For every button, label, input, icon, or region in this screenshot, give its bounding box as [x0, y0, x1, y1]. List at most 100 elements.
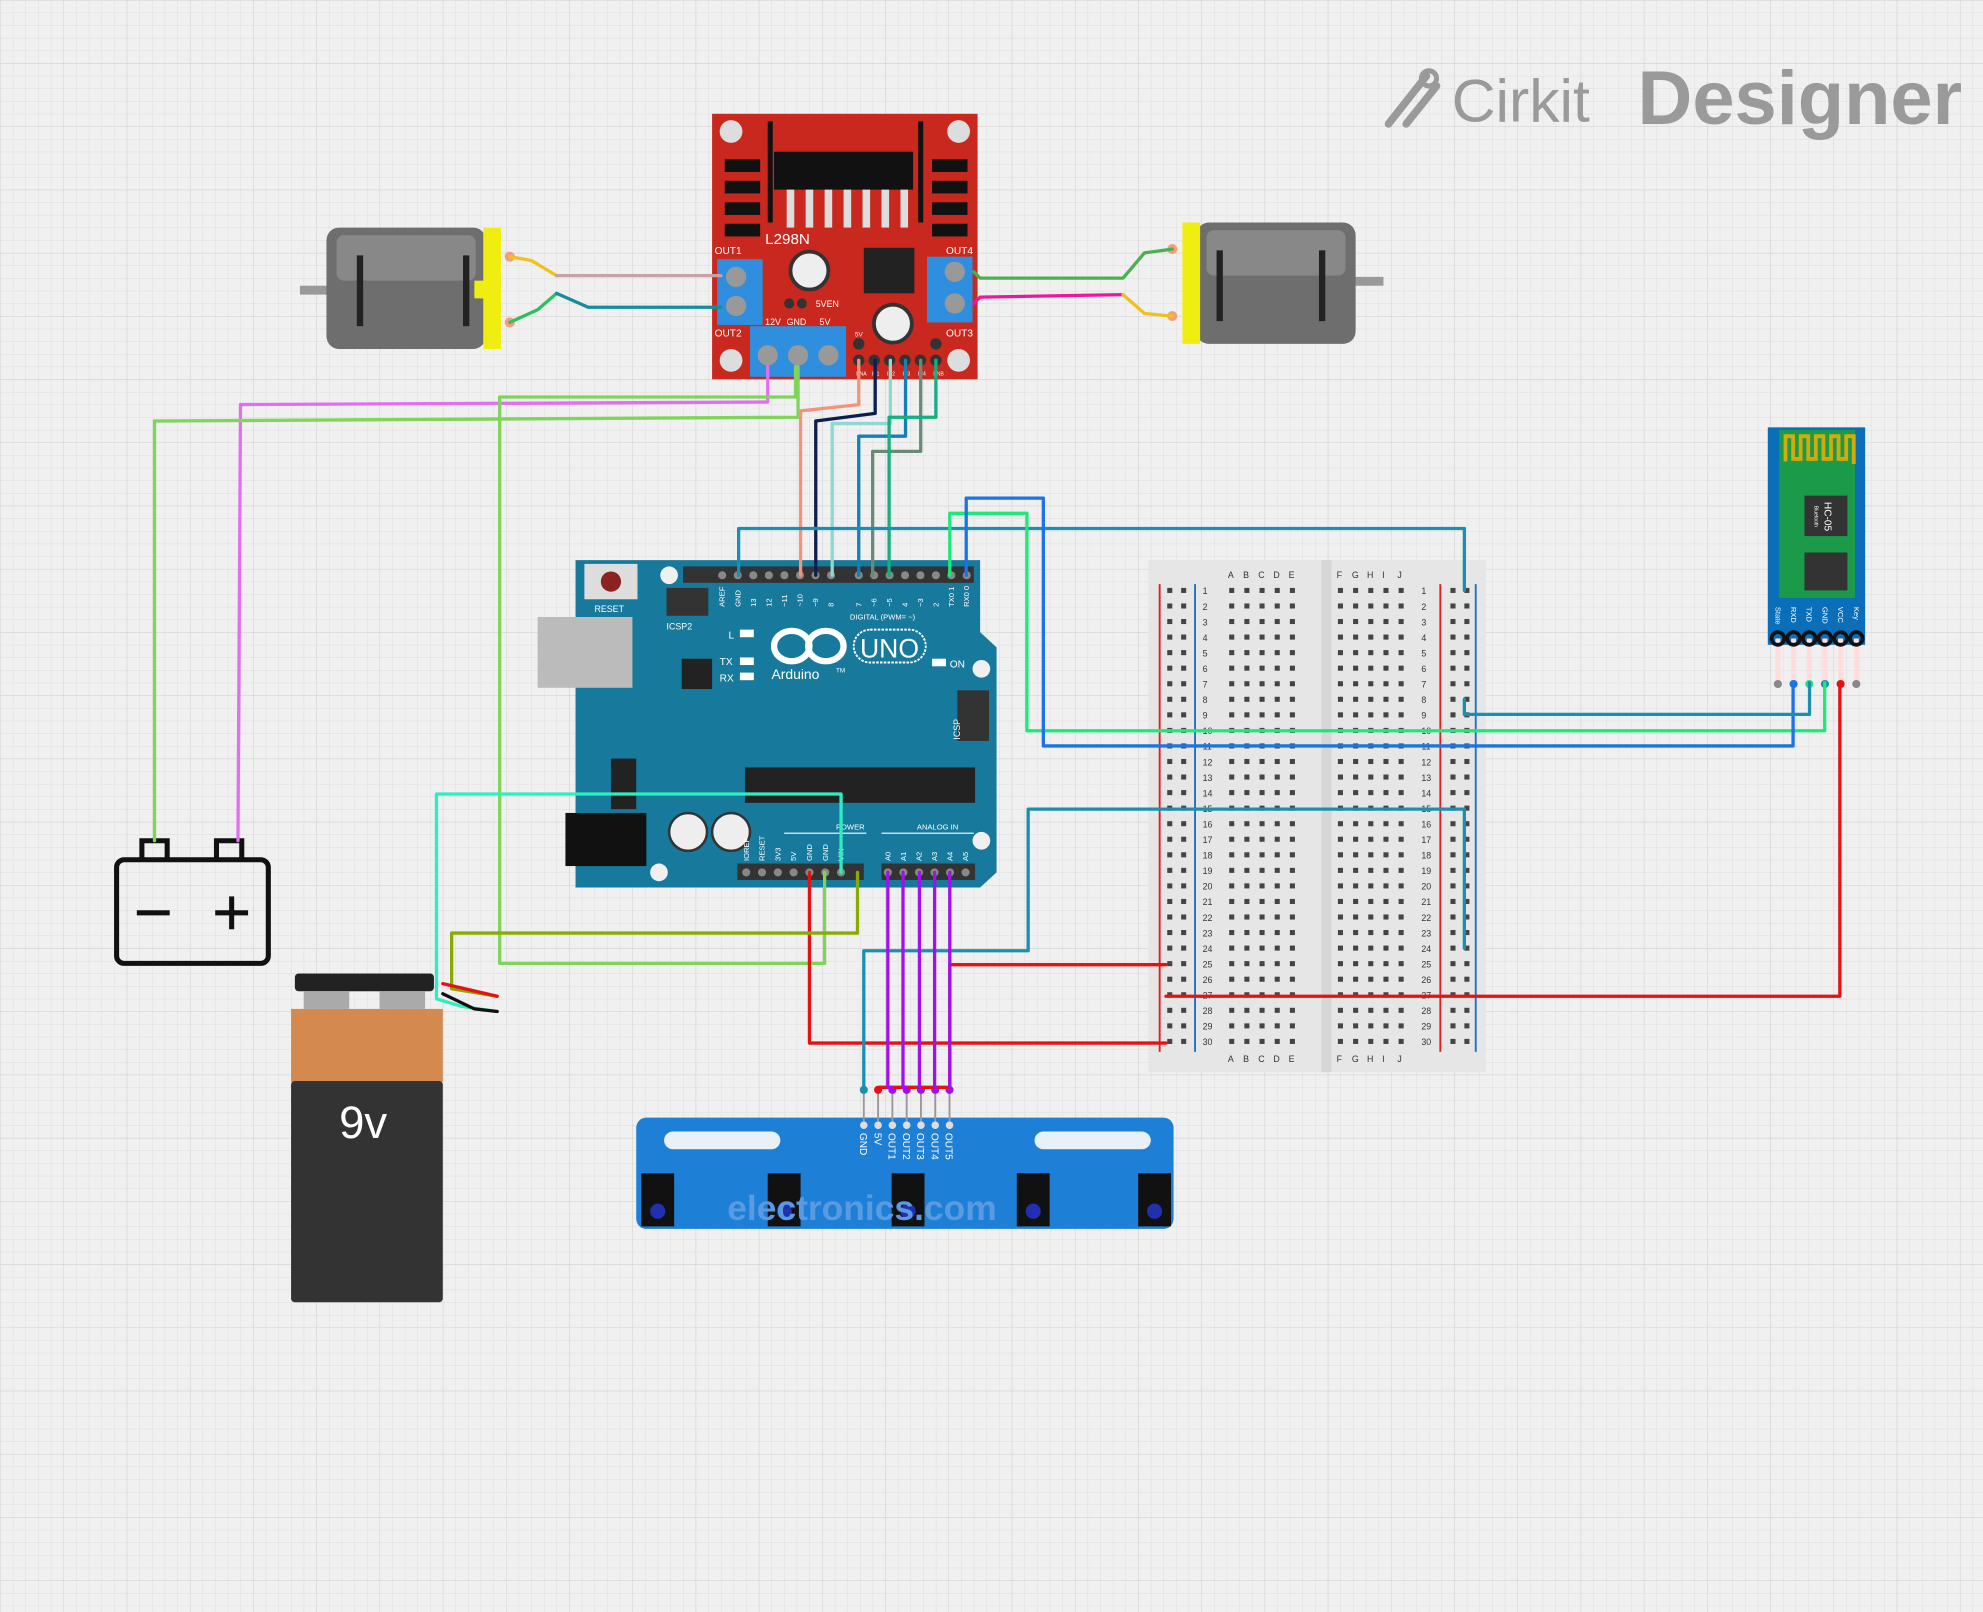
- breadboard-hole[interactable]: [1337, 665, 1343, 671]
- breadboard-hole[interactable]: [1464, 1038, 1470, 1044]
- breadboard-hole[interactable]: [1383, 914, 1389, 920]
- digital-pin[interactable]: [749, 571, 758, 580]
- digital-pin[interactable]: [764, 571, 773, 580]
- breadboard-hole[interactable]: [1450, 681, 1456, 687]
- breadboard-hole[interactable]: [1181, 883, 1187, 889]
- breadboard-hole[interactable]: [1383, 1038, 1389, 1044]
- breadboard-hole[interactable]: [1450, 836, 1456, 842]
- breadboard-hole[interactable]: [1353, 712, 1359, 718]
- breadboard-hole[interactable]: [1259, 696, 1265, 702]
- wire-hc05-gnd[interactable]: [1462, 681, 1812, 716]
- hc05-pin-rxd[interactable]: [1791, 638, 1797, 684]
- breadboard-hole[interactable]: [1167, 665, 1173, 671]
- breadboard-hole[interactable]: [1337, 930, 1343, 936]
- breadboard-hole[interactable]: [1450, 914, 1456, 920]
- breadboard-hole[interactable]: [1383, 883, 1389, 889]
- breadboard-hole[interactable]: [1450, 587, 1456, 593]
- breadboard-hole[interactable]: [1229, 650, 1235, 656]
- wire-12v-battery-plus[interactable]: [236, 365, 770, 843]
- breadboard-hole[interactable]: [1167, 712, 1173, 718]
- breadboard-hole[interactable]: [1181, 774, 1187, 780]
- breadboard-hole[interactable]: [1450, 1007, 1456, 1013]
- breadboard-hole[interactable]: [1274, 634, 1280, 640]
- breadboard-hole[interactable]: [1259, 914, 1265, 920]
- breadboard-hole[interactable]: [1259, 821, 1265, 827]
- l298n-pin-5v-a[interactable]: [853, 338, 865, 350]
- breadboard-hole[interactable]: [1274, 883, 1280, 889]
- breadboard-hole[interactable]: [1398, 1038, 1404, 1044]
- breadboard-hole[interactable]: [1337, 587, 1343, 593]
- breadboard-hole[interactable]: [1289, 712, 1295, 718]
- battery-9v[interactable]: 9v: [291, 973, 443, 1303]
- breadboard-hole[interactable]: [1259, 930, 1265, 936]
- breadboard-hole[interactable]: [1398, 852, 1404, 858]
- breadboard-hole[interactable]: [1244, 836, 1250, 842]
- wire-motor-right-b[interactable]: [1121, 292, 1174, 318]
- breadboard-hole[interactable]: [1167, 603, 1173, 609]
- breadboard-hole[interactable]: [1464, 976, 1470, 982]
- breadboard-hole[interactable]: [1398, 603, 1404, 609]
- breadboard-hole[interactable]: [1353, 790, 1359, 796]
- breadboard-hole[interactable]: [1353, 696, 1359, 702]
- breadboard-hole[interactable]: [1167, 774, 1173, 780]
- breadboard-hole[interactable]: [1337, 867, 1343, 873]
- breadboard-hole[interactable]: [1383, 696, 1389, 702]
- hc05-pin-txd[interactable]: [1806, 638, 1812, 684]
- breadboard-hole[interactable]: [1229, 619, 1235, 625]
- breadboard-hole[interactable]: [1464, 603, 1470, 609]
- breadboard-hole[interactable]: [1289, 665, 1295, 671]
- wire-a3-out4[interactable]: [932, 870, 938, 1089]
- breadboard-hole[interactable]: [1244, 712, 1250, 718]
- dc-motor-left[interactable]: [299, 227, 515, 349]
- breadboard-hole[interactable]: [1229, 898, 1235, 904]
- breadboard-hole[interactable]: [1337, 914, 1343, 920]
- breadboard-hole[interactable]: [1244, 650, 1250, 656]
- breadboard-hole[interactable]: [1244, 603, 1250, 609]
- breadboard-hole[interactable]: [1244, 945, 1250, 951]
- breadboard-hole[interactable]: [1274, 758, 1280, 765]
- breadboard-hole[interactable]: [1259, 712, 1265, 718]
- breadboard-hole[interactable]: [1259, 867, 1265, 873]
- breadboard-hole[interactable]: [1464, 898, 1470, 904]
- breadboard-hole[interactable]: [1383, 712, 1389, 718]
- breadboard-hole[interactable]: [1450, 821, 1456, 827]
- breadboard-hole[interactable]: [1274, 867, 1280, 873]
- breadboard-hole[interactable]: [1244, 634, 1250, 640]
- breadboard-hole[interactable]: [1353, 774, 1359, 780]
- breadboard-hole[interactable]: [1450, 696, 1456, 702]
- breadboard-hole[interactable]: [1383, 867, 1389, 873]
- breadboard-hole[interactable]: [1398, 976, 1404, 982]
- breadboard-hole[interactable]: [1383, 976, 1389, 982]
- breadboard-hole[interactable]: [1398, 619, 1404, 625]
- breadboard-hole[interactable]: [1244, 587, 1250, 593]
- breadboard-hole[interactable]: [1368, 774, 1374, 780]
- wire-motor-left-b[interactable]: [508, 291, 559, 325]
- breadboard-hole[interactable]: [1181, 852, 1187, 858]
- breadboard-hole[interactable]: [1274, 976, 1280, 982]
- breadboard-hole[interactable]: [1383, 1023, 1389, 1029]
- breadboard-hole[interactable]: [1464, 774, 1470, 780]
- breadboard-hole[interactable]: [1259, 587, 1265, 593]
- breadboard-hole[interactable]: [1167, 821, 1173, 827]
- breadboard-hole[interactable]: [1167, 681, 1173, 687]
- breadboard-hole[interactable]: [1229, 1023, 1235, 1029]
- breadboard-hole[interactable]: [1289, 1023, 1295, 1029]
- breadboard-hole[interactable]: [1289, 587, 1295, 593]
- breadboard-hole[interactable]: [1181, 619, 1187, 625]
- breadboard-hole[interactable]: [1274, 712, 1280, 718]
- breadboard-hole[interactable]: [1244, 1023, 1250, 1029]
- wire-in2[interactable]: [830, 358, 892, 577]
- breadboard-hole[interactable]: [1274, 665, 1280, 671]
- breadboard-hole[interactable]: [1289, 758, 1295, 765]
- power-pin[interactable]: [773, 868, 782, 877]
- breadboard-hole[interactable]: [1383, 790, 1389, 796]
- breadboard-hole[interactable]: [1181, 587, 1187, 593]
- breadboard-hole[interactable]: [1259, 758, 1265, 765]
- breadboard-hole[interactable]: [1244, 852, 1250, 858]
- breadboard-hole[interactable]: [1464, 665, 1470, 671]
- breadboard-hole[interactable]: [1259, 790, 1265, 796]
- hc05-pin-end[interactable]: [1773, 679, 1782, 689]
- wire-gnd-arduino[interactable]: [498, 365, 827, 966]
